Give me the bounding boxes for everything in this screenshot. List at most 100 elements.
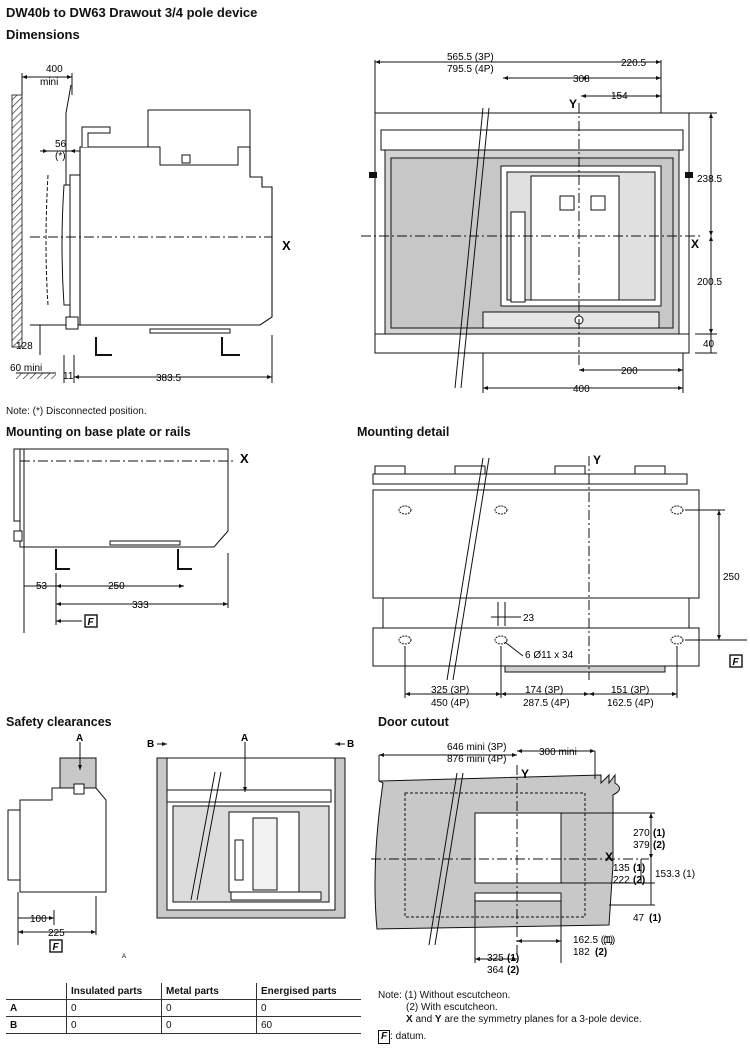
dim-646: 646 mini (3P) — [447, 742, 506, 753]
dim-325-note: (1) — [507, 953, 519, 964]
dim-379: 379 — [633, 840, 650, 851]
table-cell: 0 — [161, 1016, 257, 1034]
door-cutout-drawing: 646 mini (3P) 876 mini (4P) 300 mini Y X… — [371, 742, 695, 976]
dim-225: 225 — [48, 928, 65, 939]
clearance-table: Insulated parts Metal parts Energised pa… — [6, 983, 361, 1034]
table-header-cell: Metal parts — [161, 983, 257, 1000]
axis-y-label: Y — [521, 767, 529, 781]
table-row: A 0 0 0 — [6, 999, 361, 1017]
dim-174: 174 (3P) — [525, 685, 563, 696]
note-disconnected: Note: (*) Disconnected position. — [6, 406, 147, 417]
dim-154: 154 — [611, 91, 628, 102]
table-header-cell: Insulated parts — [66, 983, 162, 1000]
dim-308: 308 — [573, 74, 590, 85]
heading-mounting-base: Mounting on base plate or rails — [6, 425, 191, 439]
axis-y-label: Y — [569, 97, 577, 111]
dim-200v: 200.5 — [697, 277, 722, 288]
dim-182-note: (2) — [595, 947, 607, 958]
table-cell: 0 — [66, 1016, 162, 1034]
datum-f: F — [378, 1030, 391, 1044]
note-line-2: (2) With escutcheon. — [406, 1002, 498, 1013]
dim-565: 565.5 (3P) — [447, 52, 494, 63]
dim-200: 200 — [621, 366, 638, 377]
table-header-cell: Energised parts — [256, 983, 361, 1000]
dim-364: 364 — [487, 965, 504, 976]
note-y: Y — [434, 1014, 442, 1025]
dim-383: 383.5 — [156, 373, 181, 384]
dim-56: 56 — [55, 139, 67, 150]
datum-f: F — [733, 657, 740, 668]
table-cell: A — [6, 999, 67, 1017]
dim-876: 876 mini (4P) — [447, 754, 506, 765]
dim-162: 162.5 (1) — [573, 935, 613, 946]
note-datum: F: datum. — [378, 1030, 426, 1044]
mount-side-drawing: X 53 250 333 F — [13, 448, 249, 633]
note-symmetry: are the symmetry planes for a 3-pole dev… — [441, 1014, 642, 1025]
dim-325: 325 (3P) — [431, 685, 469, 696]
small-a-mark: A — [122, 954, 126, 960]
dim-53: 53 — [36, 581, 48, 592]
dim-250: 250 — [108, 581, 125, 592]
dim-400: 400 — [573, 384, 590, 395]
dim-222: 222 — [613, 875, 630, 886]
dim-379-note: (2) — [653, 840, 665, 851]
dim-153: 153.3 (1) — [655, 869, 695, 880]
note-and: and — [412, 1014, 435, 1025]
page-title: DW40b to DW63 Drawout 3/4 pole device — [6, 5, 258, 20]
clearance-a-label: A — [76, 733, 83, 744]
dim-128: 128 — [16, 341, 33, 352]
dim-162-note: (1) — [603, 935, 615, 946]
dim-162: 162.5 (4P) — [607, 698, 654, 709]
wall-hatch — [11, 94, 23, 348]
dim-60-mini: 60 mini — [10, 363, 42, 374]
dim-450: 450 (4P) — [431, 698, 469, 709]
dim-287: 287.5 (4P) — [523, 698, 570, 709]
clearance-b-left: B — [147, 739, 154, 750]
table-cell: 60 — [256, 1016, 361, 1034]
dim-400-mini: mini — [40, 77, 58, 88]
heading-safety: Safety clearances — [6, 715, 112, 729]
axis-x-label: X — [691, 237, 699, 251]
clearance-b-right: B — [347, 739, 354, 750]
dim-220: 220.5 — [621, 58, 646, 69]
dim-333: 333 — [132, 600, 149, 611]
datum-f: F — [88, 617, 95, 628]
datum-f: F — [53, 942, 60, 953]
dim-135: 135 — [613, 863, 630, 874]
clearance-a-label: A — [241, 733, 248, 744]
note-x: X — [406, 1014, 413, 1025]
dim-135-note: (1) — [633, 863, 645, 874]
dim-238: 238.5 — [697, 174, 722, 185]
dim-364-note: (2) — [507, 965, 519, 976]
dim-250: 250 — [723, 572, 740, 583]
dim-40: 40 — [703, 339, 715, 350]
heading-door: Door cutout — [378, 715, 449, 729]
front-view-drawing: 565.5 (3P) 795.5 (4P) 220.5 308 154 Y X … — [361, 52, 722, 395]
table-header-cell — [6, 983, 67, 1000]
side-view-drawing: 400 mini 56 (*) 128 60 mini 11 383.5 X — [10, 64, 291, 384]
safety-front-drawing: A B B — [147, 733, 354, 919]
page-subtitle: Dimensions — [6, 27, 80, 42]
dim-151: 151 (3P) — [611, 685, 649, 696]
dim-222-note: (2) — [633, 875, 645, 886]
axis-x-label: X — [605, 850, 613, 864]
axis-y-label: Y — [593, 453, 601, 467]
dim-11: 11 — [63, 371, 74, 382]
dim-23: 23 — [523, 613, 535, 624]
dim-182: 182 — [573, 947, 590, 958]
table-cell: 0 — [256, 999, 361, 1017]
dim-270-note: (1) — [653, 828, 665, 839]
dim-325: 325 — [487, 953, 504, 964]
safety-side-drawing: A 100 225 F A — [7, 733, 126, 960]
heading-mounting-detail: Mounting detail — [357, 425, 450, 439]
axis-x-label: X — [282, 238, 291, 253]
dim-47: 47 — [633, 913, 645, 924]
dim-400: 400 — [46, 64, 63, 75]
hole-spec: 6 Ø11 x 34 — [525, 650, 574, 661]
mount-detail-drawing: Y 250 23 6 Ø11 x 34 F 325 (3P) 450 (4P) … — [372, 453, 747, 709]
datum-text: : datum. — [390, 1031, 427, 1042]
note-line-1: Note: (1) Without escutcheon. — [378, 990, 511, 1001]
dim-300: 300 mini — [539, 747, 577, 758]
dim-56-star: (*) — [55, 151, 66, 162]
table-cell: 0 — [161, 999, 257, 1017]
